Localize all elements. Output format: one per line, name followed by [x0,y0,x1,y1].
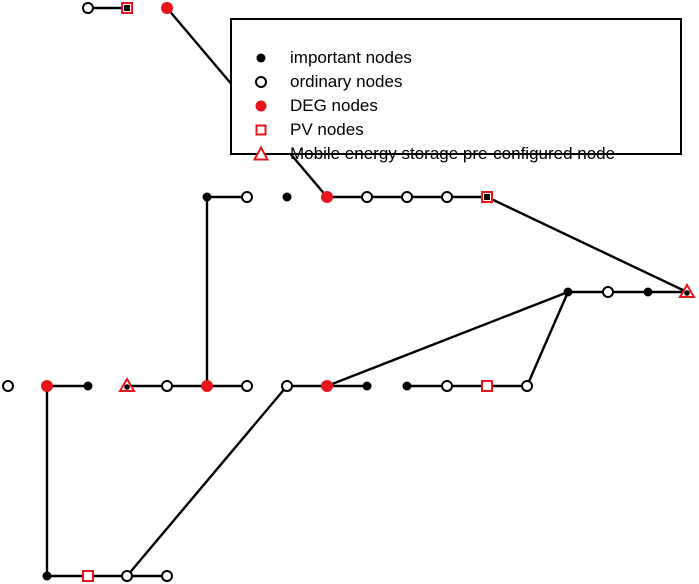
important-node [202,192,212,202]
important-node [83,381,93,391]
legend-label-ordinary: ordinary nodes [290,72,403,91]
deg-node [41,380,53,392]
ordinary-node [361,191,373,203]
ordinary-node [82,2,94,14]
deg-node [161,2,173,14]
ordinary-node [161,570,173,582]
ordinary-node-icon [255,76,267,88]
legend-label-storage: Mobile energy storage pre-configured nod… [290,144,616,163]
legend-label-deg: DEG nodes [290,96,378,115]
ordinary-node [401,191,413,203]
important-node [362,381,372,391]
pv-node [481,191,493,203]
pv-node [82,570,94,582]
legend-item-pv: PV nodes [246,118,364,142]
important-node [42,571,52,581]
legend-label-important: important nodes [290,48,412,67]
legend-item-storage: Mobile energy storage pre-configured nod… [246,142,615,166]
important-node [563,287,573,297]
network-edges [45,6,688,578]
important-node-icon [256,53,266,63]
legend: important nodes ordinary nodes DEG nodes… [230,18,682,163]
ordinary-node [281,380,293,392]
pv-node [121,2,133,14]
ordinary-node [241,380,253,392]
network-edge [486,195,688,294]
storage-node [118,377,136,392]
deg-node [321,191,333,203]
storage-node [678,283,696,298]
ordinary-node [602,286,614,298]
legend-item-ordinary: ordinary nodes [246,70,402,94]
deg-node-icon [255,100,267,112]
ordinary-node [521,380,533,392]
ordinary-node [2,380,14,392]
network-edge [326,290,569,388]
storage-node-icon [252,145,270,161]
ordinary-node [121,570,133,582]
legend-item-deg: DEG nodes [246,94,378,118]
ordinary-node [161,380,173,392]
deg-node [321,380,333,392]
legend-item-important: important nodes [246,46,412,70]
network-edge [525,291,570,387]
ordinary-node [441,191,453,203]
pv-node [481,380,493,392]
legend-label-pv: PV nodes [290,120,364,139]
important-node [282,192,292,202]
pv-node-icon [255,124,267,136]
ordinary-node [441,380,453,392]
ordinary-node [241,191,253,203]
deg-node [201,380,213,392]
network-edge [126,385,288,577]
important-node [402,381,412,391]
important-node [643,287,653,297]
